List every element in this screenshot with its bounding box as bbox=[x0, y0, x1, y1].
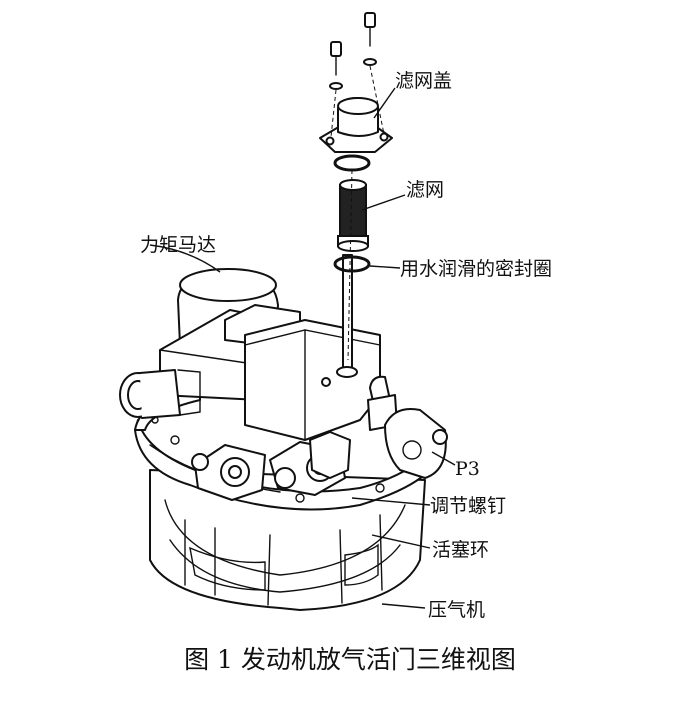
figure-caption: 图 1 发动机放气活门三维视图 bbox=[184, 645, 516, 674]
label-piston-ring: 活塞环 bbox=[432, 539, 489, 561]
assembly-axis bbox=[347, 169, 353, 361]
filter-screen-part bbox=[337, 179, 369, 252]
upper-seal-ring bbox=[333, 154, 371, 172]
label-water-lubricated-seal: 用水润滑的密封圈 bbox=[400, 258, 552, 280]
label-filter-cover: 滤网盖 bbox=[395, 70, 452, 92]
label-filter-screen: 滤网 bbox=[406, 179, 444, 201]
valve-stem bbox=[336, 254, 358, 378]
cover-bolts bbox=[329, 12, 385, 138]
label-p3: P3 bbox=[455, 458, 480, 480]
valve-body bbox=[244, 319, 398, 441]
p3-port bbox=[384, 408, 448, 479]
label-adjusting-screw: 调节螺钉 bbox=[430, 495, 506, 517]
lower-seal-ring bbox=[333, 255, 371, 273]
filter-cover-part bbox=[319, 97, 393, 153]
label-compressor: 压气机 bbox=[428, 599, 485, 621]
electrical-connector bbox=[119, 369, 201, 419]
label-torque-motor: 力矩马达 bbox=[140, 234, 216, 256]
leader-lines bbox=[149, 87, 456, 609]
adjusting-screws bbox=[191, 431, 351, 501]
